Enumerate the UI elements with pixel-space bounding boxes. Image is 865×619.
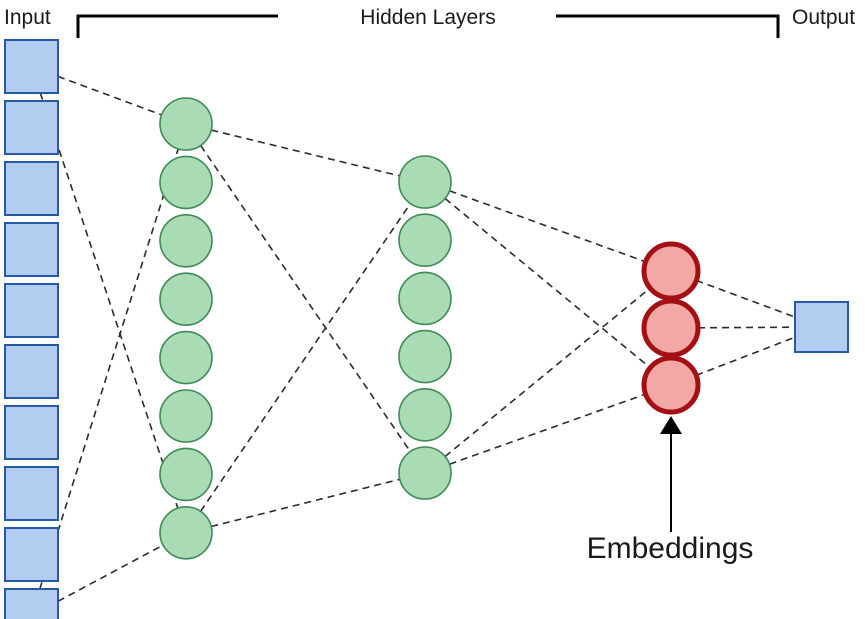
hidden-node-2-4 [398,387,452,442]
callout-arrow-head [660,416,682,434]
input-node-8 [4,527,59,582]
hidden-node-2-3 [398,329,452,384]
network-nodes [4,39,849,619]
input-node-5 [4,344,59,399]
input-node-3 [4,222,59,277]
hidden-node-1-7 [159,505,213,560]
output-layer-label: Output [792,6,855,29]
hidden-node-1-4 [159,330,213,385]
hidden-node-1-5 [159,389,213,443]
hidden-node-1-0 [159,97,213,151]
embedding-node-0 [641,241,701,301]
input-node-0 [4,39,59,94]
output-node-0 [794,301,849,353]
connection-edges [39,75,796,603]
embedding-node-1 [641,298,701,358]
hidden-layers-label: Hidden Layers [360,6,495,29]
hidden-node-2-2 [398,271,452,326]
hidden-layers-bracket [76,14,780,38]
embeddings-callout [660,416,682,532]
hidden-node-1-3 [159,272,213,327]
hidden-node-2-0 [398,155,452,209]
hidden-node-2-1 [398,213,452,267]
input-node-9 [4,588,59,619]
embedding-node-2 [641,355,701,415]
hidden-node-1-2 [159,214,213,268]
hidden-node-1-6 [159,447,213,502]
input-node-7 [4,466,59,521]
hidden-node-1-1 [159,155,213,210]
input-node-6 [4,405,59,460]
embeddings-callout-label: Embeddings [587,532,754,565]
input-layer-label: Input [4,6,51,29]
input-node-4 [4,283,59,338]
hidden-node-2-5 [398,446,452,500]
input-node-1 [4,100,59,155]
input-node-2 [4,161,59,216]
